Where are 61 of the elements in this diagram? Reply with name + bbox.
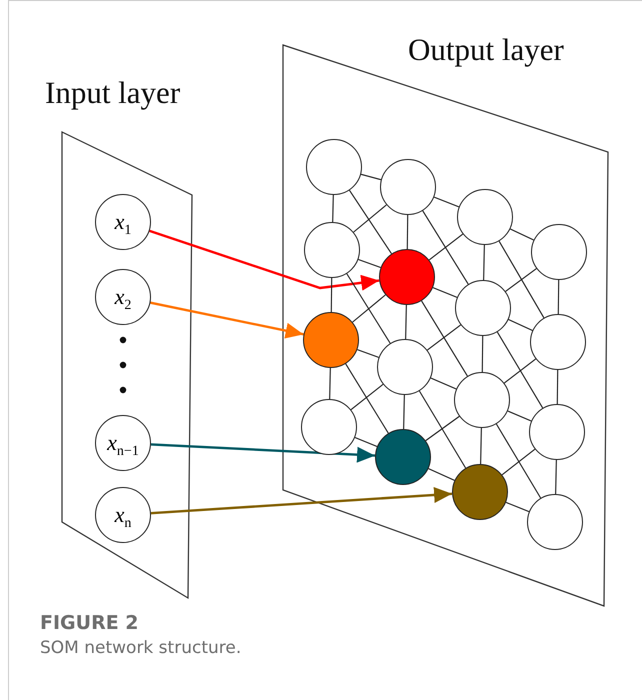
connection-line [505, 268, 537, 292]
connection-line [558, 280, 560, 314]
neuron-circle [379, 249, 435, 305]
connection-line [405, 304, 407, 340]
connection-line [432, 287, 458, 298]
connection-line [480, 428, 482, 464]
connection-line [496, 424, 542, 498]
connection-line [510, 228, 534, 241]
connection-line [555, 460, 557, 494]
arrow [150, 486, 452, 514]
connection-line [422, 210, 469, 284]
input-neuron: x$_{1}$ [95, 194, 151, 250]
connection-line [430, 378, 456, 390]
connection-line [357, 349, 379, 358]
connection-line [353, 204, 387, 233]
connection-line [498, 240, 544, 318]
figure-number: FIGURE 2 [40, 612, 139, 634]
neuron-circle [455, 280, 511, 336]
connection-line [421, 300, 468, 376]
connection-line [482, 336, 484, 372]
connection-line [329, 368, 331, 400]
connection-line [403, 394, 405, 430]
connection-line [425, 416, 460, 442]
connection-line [346, 273, 391, 344]
layer-title: Output layer [408, 32, 564, 68]
figure-caption: SOM network structure. [40, 638, 242, 658]
connection-line [332, 194, 334, 222]
connection-line [418, 390, 466, 468]
connection-line [406, 215, 408, 249]
input-neuron: x$_{n}$ [95, 487, 151, 543]
layer-title: Input layer [45, 75, 180, 111]
neuron-circle [301, 399, 357, 455]
neuron-circle [377, 339, 433, 395]
arrow [150, 443, 376, 463]
connection-line [358, 258, 381, 268]
connection-line [427, 324, 461, 351]
input-neuron: x$_{n−1}$ [95, 415, 151, 471]
arrow [150, 302, 304, 339]
connection-line [360, 174, 382, 180]
connection-line [352, 294, 386, 323]
connection-line [502, 448, 536, 476]
connection-line [349, 190, 392, 254]
neuron-circle [452, 464, 508, 520]
connection-line [508, 410, 532, 422]
neuron-circle [454, 372, 510, 428]
connection-line [345, 364, 389, 434]
connection-line [330, 278, 332, 312]
connection-line [504, 358, 536, 384]
connection-line [556, 370, 558, 404]
connection-line [354, 437, 378, 447]
neuron-circle [457, 189, 513, 245]
connection-line [508, 319, 533, 331]
connection-line [496, 332, 544, 408]
connection-line [428, 468, 455, 481]
arrow [149, 230, 380, 291]
connection-line [434, 196, 460, 208]
connection-line [483, 244, 485, 280]
connection-line [428, 234, 464, 260]
connection-line [506, 502, 530, 512]
connection-line [350, 384, 384, 410]
input-neuron: x$_{2}$ [95, 269, 151, 325]
